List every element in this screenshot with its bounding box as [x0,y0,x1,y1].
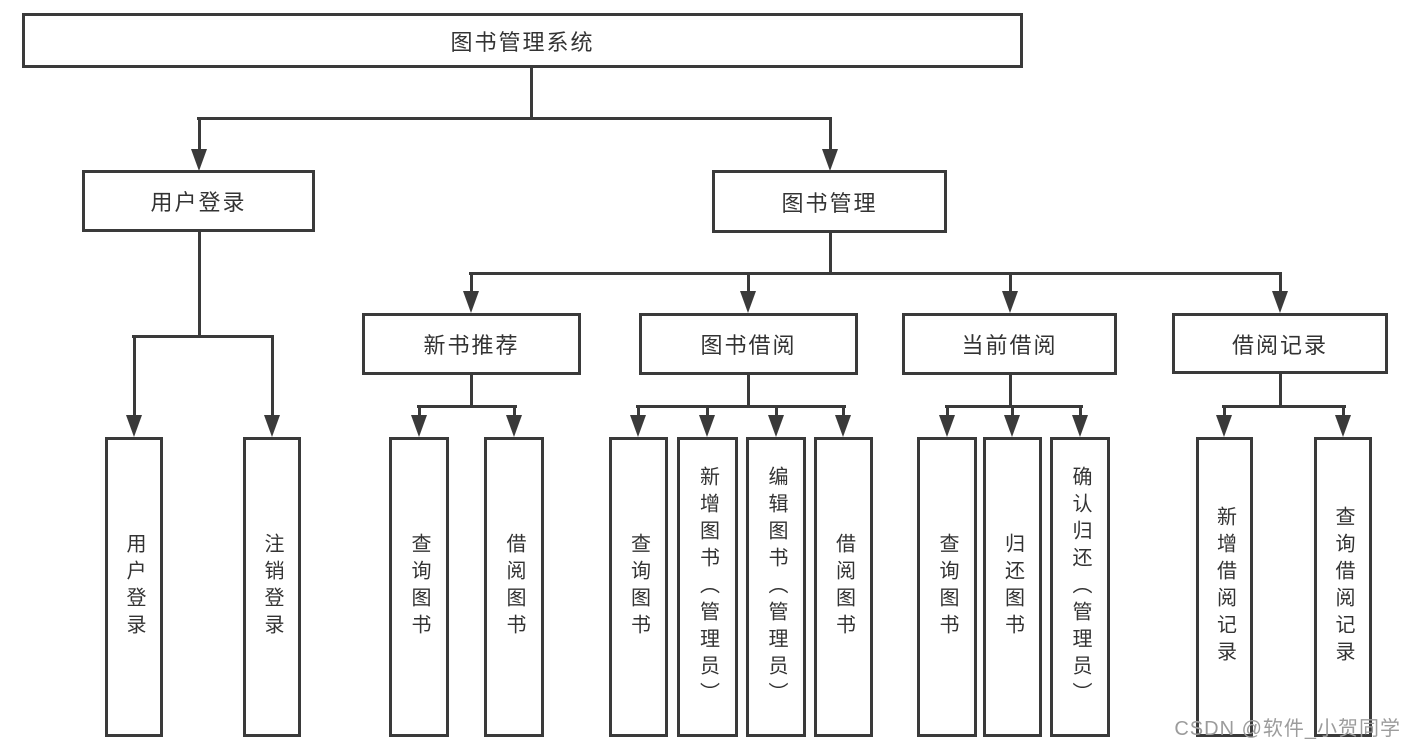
arrowhead-down-icon [1002,291,1018,313]
connector-arrow-stem [513,405,516,417]
node-label: 用户登录 [123,533,145,641]
arrowhead-down-icon [264,415,280,437]
arrowhead-down-icon [126,415,142,437]
connector-borrow-records-hline [1222,405,1346,408]
connector-arrow-stem [470,272,473,293]
node-book-management: 图书管理 [712,170,947,233]
connector-new-book-stem [470,375,473,408]
arrowhead-down-icon [1272,291,1288,313]
node-label: 编辑图书（管理员） [765,465,787,709]
node-label: 归还图书 [1001,533,1024,641]
arrowhead-down-icon [191,149,207,171]
connector-root-stem [530,68,533,120]
node-label: 图书管理系统 [450,29,595,55]
csdn-watermark: CSDN @软件_小贺同学 [1174,718,1401,740]
node-leaf-edit-books-admin: 编辑图书（管理员） [746,437,806,737]
connector-arrow-stem [1342,405,1345,417]
node-library-management-system: 图书管理系统 [22,13,1023,68]
arrowhead-down-icon [506,415,522,437]
arrowhead-down-icon [463,291,479,313]
node-label: 新书推荐 [423,333,520,358]
connector-arrow-stem [1279,272,1282,293]
node-label: 当前借阅 [961,333,1058,358]
connector-book-mgmt-stem [829,233,832,275]
node-leaf-query-books-recommend: 查询图书 [389,437,449,737]
connector-root-hline [197,117,832,120]
node-leaf-return-books: 归还图书 [983,437,1042,737]
node-label: 查询图书 [627,533,650,641]
connector-arrow-stem [1079,405,1082,417]
node-leaf-query-books-current: 查询图书 [917,437,977,737]
connector-book-borrow-hline [636,405,846,408]
arrowhead-down-icon [740,291,756,313]
node-leaf-query-books-borrowing: 查询图书 [609,437,668,737]
connector-arrow-stem [829,117,832,151]
connector-arrow-stem [775,405,778,417]
node-leaf-confirm-return-admin: 确认归还（管理员） [1050,437,1110,737]
node-label: 新增图书（管理员） [696,465,719,709]
node-user-login: 用户登录 [82,170,315,232]
node-leaf-add-books-admin: 新增图书（管理员） [677,437,738,737]
connector-arrow-stem [1223,405,1226,417]
arrowhead-down-icon [630,415,646,437]
connector-arrow-stem [198,117,201,151]
node-label: 图书管理 [781,190,878,216]
node-leaf-logout: 注销登录 [243,437,301,737]
node-label: 新增借阅记录 [1213,506,1236,668]
node-leaf-borrow-books: 借阅图书 [814,437,873,737]
node-book-borrowing: 图书借阅 [639,313,858,375]
connector-user-login-stem [198,232,201,338]
connector-arrow-stem [418,405,421,417]
connector-arrow-stem [946,405,949,417]
connector-arrow-stem [1011,405,1014,417]
arrowhead-down-icon [835,415,851,437]
connector-arrow-stem [133,335,136,417]
arrowhead-down-icon [822,149,838,171]
arrowhead-down-icon [1335,415,1351,437]
node-label: 图书借阅 [700,333,797,358]
arrowhead-down-icon [768,415,784,437]
arrowhead-down-icon [411,415,427,437]
connector-arrow-stem [637,405,640,417]
connector-current-borrow-stem [1009,375,1012,408]
connector-arrow-stem [747,272,750,293]
node-leaf-user-login: 用户登录 [105,437,163,737]
connector-borrow-records-stem [1279,374,1282,408]
connector-arrow-stem [706,405,709,417]
node-label: 用户登录 [150,190,247,215]
node-label: 借阅记录 [1231,332,1328,358]
arrowhead-down-icon [1004,415,1020,437]
connector-arrow-stem [271,335,274,417]
node-leaf-query-borrow-record: 查询借阅记录 [1314,437,1372,737]
node-label: 查询借阅记录 [1332,506,1354,668]
node-leaf-add-borrow-record: 新增借阅记录 [1196,437,1253,737]
node-borrowing-records: 借阅记录 [1172,313,1388,374]
node-new-book-recommendation: 新书推荐 [362,313,581,375]
node-label: 查询图书 [936,533,958,641]
node-label: 借阅图书 [503,533,525,641]
connector-current-borrow-hline [945,405,1083,408]
connector-book-borrow-stem [747,375,750,408]
connector-arrow-stem [1009,272,1012,293]
node-leaf-borrow-books-recommend: 借阅图书 [484,437,544,737]
connector-book-mgmt-hline [469,272,1282,275]
connector-user-login-hline [132,335,274,338]
arrowhead-down-icon [1216,415,1232,437]
connector-new-book-hline [417,405,517,408]
node-current-borrowing: 当前借阅 [902,313,1117,375]
arrowhead-down-icon [1072,415,1088,437]
node-label: 确认归还（管理员） [1069,465,1091,709]
node-label: 查询图书 [408,533,430,641]
arrowhead-down-icon [699,415,715,437]
node-label: 注销登录 [261,533,283,641]
node-label: 借阅图书 [832,533,855,641]
arrowhead-down-icon [939,415,955,437]
connector-arrow-stem [842,405,845,417]
